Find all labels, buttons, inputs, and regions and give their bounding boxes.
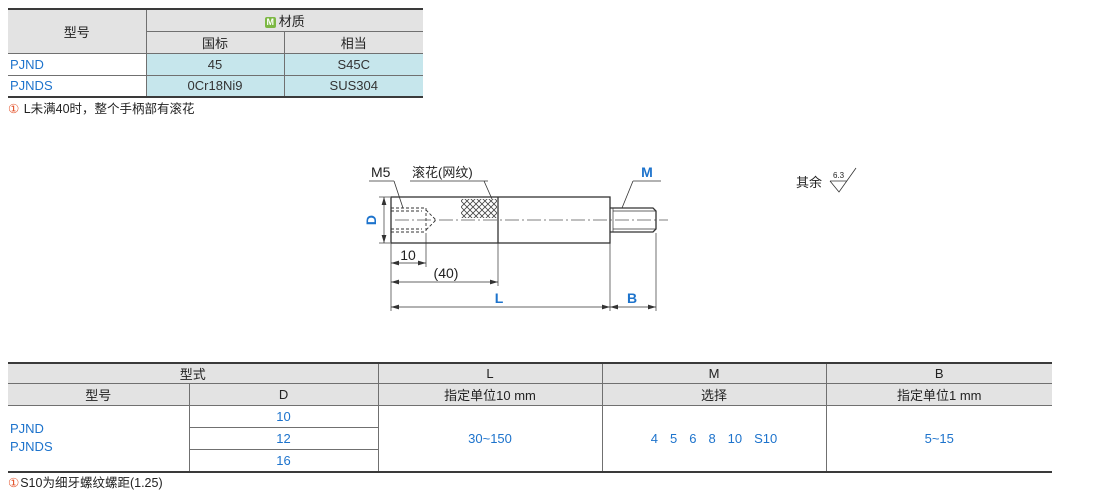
spec-table: 型式 L M B 型号 D 指定单位10 mm 选择 指定单位1 mm PJND… — [8, 362, 1053, 473]
national-standard-cell: 0Cr18Ni9 — [145, 74, 285, 98]
material-subheader-row: 国标 相当 — [8, 30, 424, 54]
model-subheader: 型号 — [8, 383, 190, 406]
m-option[interactable]: S10 — [754, 430, 778, 446]
m-header: M — [601, 362, 827, 384]
model-item[interactable]: PJNDS — [10, 439, 53, 455]
equivalent-cell: S45C — [283, 52, 424, 76]
d-value-cell[interactable]: 16 — [188, 449, 379, 472]
l-subheader: 指定单位10 mm — [377, 383, 603, 406]
roughness-value: 6.3 — [833, 171, 845, 180]
spec-note-text: S10为细牙螺纹螺距(1.25) — [20, 476, 163, 490]
model-header: 型号 — [8, 8, 147, 54]
b-header: B — [825, 362, 1053, 384]
handle-drawing: M5 滚花(网纹) M D 10 (40) L B 其余 6.3 — [363, 164, 857, 311]
thread-hole-label: M5 — [371, 164, 391, 180]
spec-note: ①S10为细牙螺纹螺距(1.25) — [8, 472, 163, 491]
m-option[interactable]: 5 — [669, 430, 678, 446]
m-option[interactable]: 8 — [708, 430, 716, 446]
material-badge-icon: M — [264, 16, 276, 28]
hole-depth-label: 10 — [400, 247, 416, 263]
national-standard-header: 国标 — [145, 30, 285, 54]
spec-subheader-row: 型号 D 指定单位10 mm 选择 指定单位1 mm — [8, 383, 1053, 406]
d-value-cell[interactable]: 10 — [188, 405, 379, 428]
roughness-prefix: 其余 — [796, 175, 822, 190]
thread-length-label: B — [627, 290, 637, 306]
m-option[interactable]: 10 — [727, 430, 743, 446]
d-value-cell[interactable]: 12 — [188, 427, 379, 450]
m-option[interactable]: 4 — [650, 430, 658, 446]
b-range-cell: 5~15 — [825, 405, 1053, 472]
model-cell[interactable]: PJND — [8, 52, 147, 76]
table-row: 16 — [8, 449, 1052, 472]
b-subheader: 指定单位1 mm — [825, 383, 1053, 406]
table-row: 12 — [8, 427, 1052, 450]
knurl-pattern — [461, 199, 497, 218]
models-cell: PJND PJNDS — [8, 405, 190, 472]
roughness-symbol-icon — [829, 167, 857, 193]
l-range-cell: 30~150 — [377, 405, 603, 472]
model-item[interactable]: PJND — [10, 421, 44, 437]
equivalent-header: 相当 — [283, 30, 424, 54]
diameter-label: D — [363, 215, 379, 225]
table-row: PJND 45 S45C — [8, 52, 424, 76]
spec-header-row: 型式 L M B — [8, 362, 1053, 384]
thread-label: M — [641, 164, 653, 180]
m-subheader: 选择 — [601, 383, 827, 406]
knurl-length-label: (40) — [434, 265, 459, 281]
length-label: L — [495, 290, 504, 306]
table-row: PJNDS 0Cr18Ni9 SUS304 — [8, 74, 424, 98]
leader-lines — [369, 180, 661, 209]
l-header: L — [377, 362, 603, 384]
thread-stud — [610, 207, 657, 233]
note-marker-icon: ① — [8, 476, 20, 490]
type-header: 型式 — [8, 362, 379, 384]
material-note-text: L未满40时，整个手柄部有滚花 — [20, 102, 195, 116]
knurl-label: 滚花(网纹) — [412, 165, 473, 180]
note-marker-icon: ① — [8, 102, 20, 116]
equivalent-cell: SUS304 — [283, 74, 424, 98]
material-header-label: 材质 — [278, 13, 305, 29]
national-standard-cell: 45 — [145, 52, 285, 76]
d-subheader: D — [188, 383, 379, 406]
diameter-dimension — [379, 196, 390, 244]
material-note: ① L未满40时，整个手柄部有滚花 — [8, 98, 195, 117]
extension-lines — [390, 233, 657, 311]
m-option[interactable]: 6 — [689, 430, 697, 446]
model-cell[interactable]: PJNDS — [8, 74, 147, 98]
